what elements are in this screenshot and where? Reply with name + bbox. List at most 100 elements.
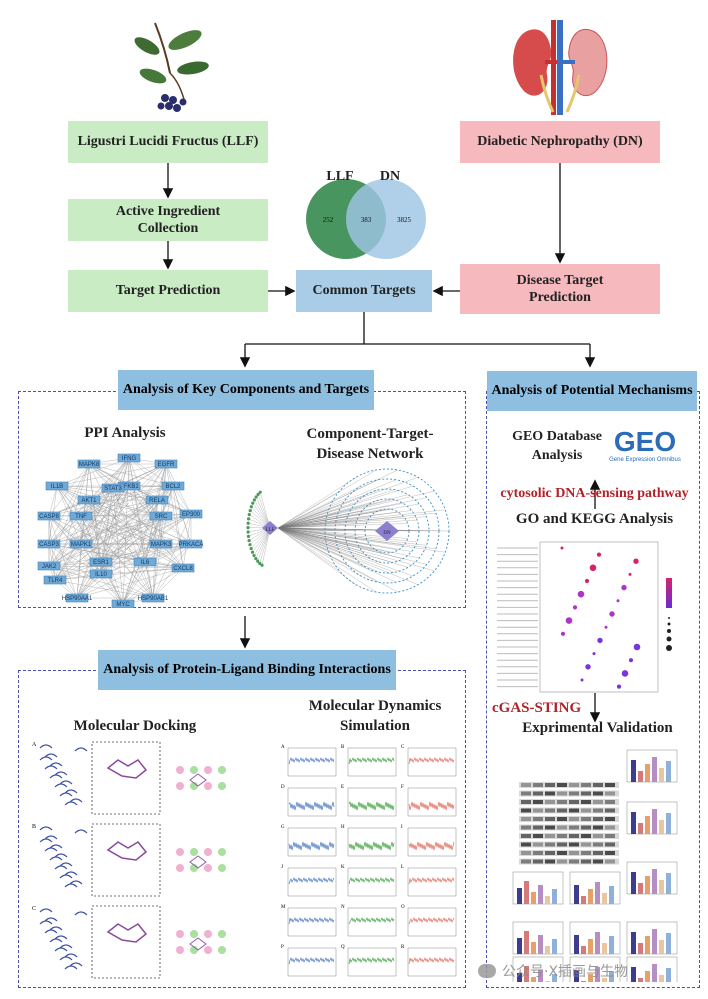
- ctd-component-node: [260, 563, 264, 567]
- mini-bar: [631, 812, 636, 834]
- geo-logo-subtitle: Gene Expression Omnibus: [609, 457, 681, 463]
- blot-band: [545, 817, 555, 821]
- blot-band: [533, 825, 543, 830]
- mini-bar: [652, 757, 657, 782]
- interaction-residue: [218, 930, 226, 938]
- md-panel-letter: M: [281, 905, 286, 910]
- md-subplot-M: M: [281, 905, 337, 937]
- blot-band: [521, 859, 531, 864]
- md-trace: [408, 757, 455, 765]
- mini-bar: [602, 893, 607, 904]
- protein-ribbon: [54, 935, 68, 940]
- mini-bar: [659, 940, 664, 954]
- docking-zoom-box: [91, 905, 161, 979]
- interaction-residue: [218, 766, 226, 774]
- mechanisms-title: Analysis of Potential Mechanisms: [487, 371, 697, 411]
- mini-bar: [609, 886, 614, 904]
- venn-right-label: DN: [380, 169, 400, 184]
- md-trace: [348, 800, 395, 811]
- bubble-point: [577, 590, 585, 598]
- mini-bar: [638, 771, 643, 782]
- mini-bar: [659, 768, 664, 782]
- md-trace: [288, 801, 335, 811]
- md-panel-letter: D: [281, 785, 285, 790]
- mini-bar: [638, 823, 643, 834]
- blot-band: [581, 791, 591, 796]
- blot-band: [533, 800, 543, 804]
- bubble-point: [596, 552, 602, 557]
- mini-bar: [645, 876, 650, 894]
- docking-panel-letter: B: [32, 824, 36, 830]
- bubble-point: [621, 670, 629, 677]
- blot-band: [569, 808, 579, 813]
- blot-band: [557, 783, 567, 787]
- ppi-node-label: IL6: [141, 560, 150, 566]
- ctd-component-node: [256, 559, 260, 563]
- ctd-component-node: [250, 550, 255, 554]
- mini-bar: [659, 880, 664, 894]
- ligand-structure: [106, 841, 148, 861]
- ctd-component-node: [247, 513, 251, 517]
- md-panel-letter: C: [401, 745, 405, 750]
- ppi-node-rela: RELA: [145, 495, 169, 505]
- mini-bar: [645, 936, 650, 954]
- mini-bar: [638, 943, 643, 954]
- interaction-residue: [190, 766, 198, 774]
- ctd-llf-node: [262, 521, 278, 535]
- blot-band: [593, 808, 603, 813]
- md-panel-letter: I: [401, 825, 403, 830]
- venn-overlap-count: 383: [361, 216, 372, 224]
- md-panel-letter: E: [341, 785, 344, 790]
- mini-bar: [595, 932, 600, 954]
- md-panel-letter: B: [341, 745, 345, 750]
- mini-bar: [609, 971, 614, 982]
- protein-ribbon: [39, 744, 53, 749]
- ppi-node-hsp90aa1: HSP90AA1: [62, 593, 93, 603]
- blot-band: [533, 834, 543, 838]
- blot-band: [569, 825, 579, 830]
- md-trace: [348, 957, 395, 965]
- ppi-node-label: PRKACA: [179, 542, 204, 548]
- venn-left-label: LLF: [326, 169, 353, 184]
- ctd-component-node: [247, 538, 251, 543]
- common-targets-box: Common Targets: [296, 270, 432, 312]
- protein-ribbon: [74, 829, 88, 834]
- blot-band: [569, 800, 579, 804]
- interaction-residue: [176, 864, 184, 872]
- bubble-point: [604, 625, 608, 629]
- blot-band: [545, 834, 555, 838]
- interaction-residue: [176, 766, 184, 774]
- protein-ribbon: [74, 911, 88, 916]
- blot-band: [593, 859, 603, 864]
- protein-ribbon: [49, 844, 63, 849]
- ppi-node-stat3: STAT3: [101, 483, 125, 493]
- blot-band: [545, 800, 555, 804]
- md-subplot-A: A: [281, 745, 337, 777]
- ppi-node-label: MAPK1: [71, 542, 92, 548]
- blot-band: [593, 834, 603, 838]
- ctd-title: Component-Target-Disease Network: [306, 426, 434, 462]
- blot-band: [605, 791, 615, 796]
- mini-bar: [631, 967, 636, 982]
- mini-bar: [645, 764, 650, 782]
- docking-figure: ABC: [32, 741, 226, 979]
- mini-bar: [581, 981, 586, 982]
- bubble-point: [628, 572, 632, 576]
- mini-bar: [631, 760, 636, 782]
- protein-ribbon: [64, 953, 78, 958]
- mini-bar: [602, 978, 607, 982]
- ppi-node-label: EP300: [182, 512, 201, 518]
- blot-band: [605, 825, 615, 830]
- blot-band: [557, 859, 567, 864]
- bubble-point: [597, 637, 603, 644]
- ligustrum-plant-illustration: [134, 22, 209, 112]
- blot-band: [581, 825, 591, 830]
- blot-band: [545, 851, 555, 855]
- bubble-point: [633, 643, 641, 651]
- protein-ribbon: [54, 771, 68, 776]
- ctd-component-node: [258, 490, 262, 494]
- disease-target-box: Disease Target Prediction: [460, 264, 660, 314]
- mini-bar: [524, 966, 529, 982]
- blot-band: [569, 834, 579, 838]
